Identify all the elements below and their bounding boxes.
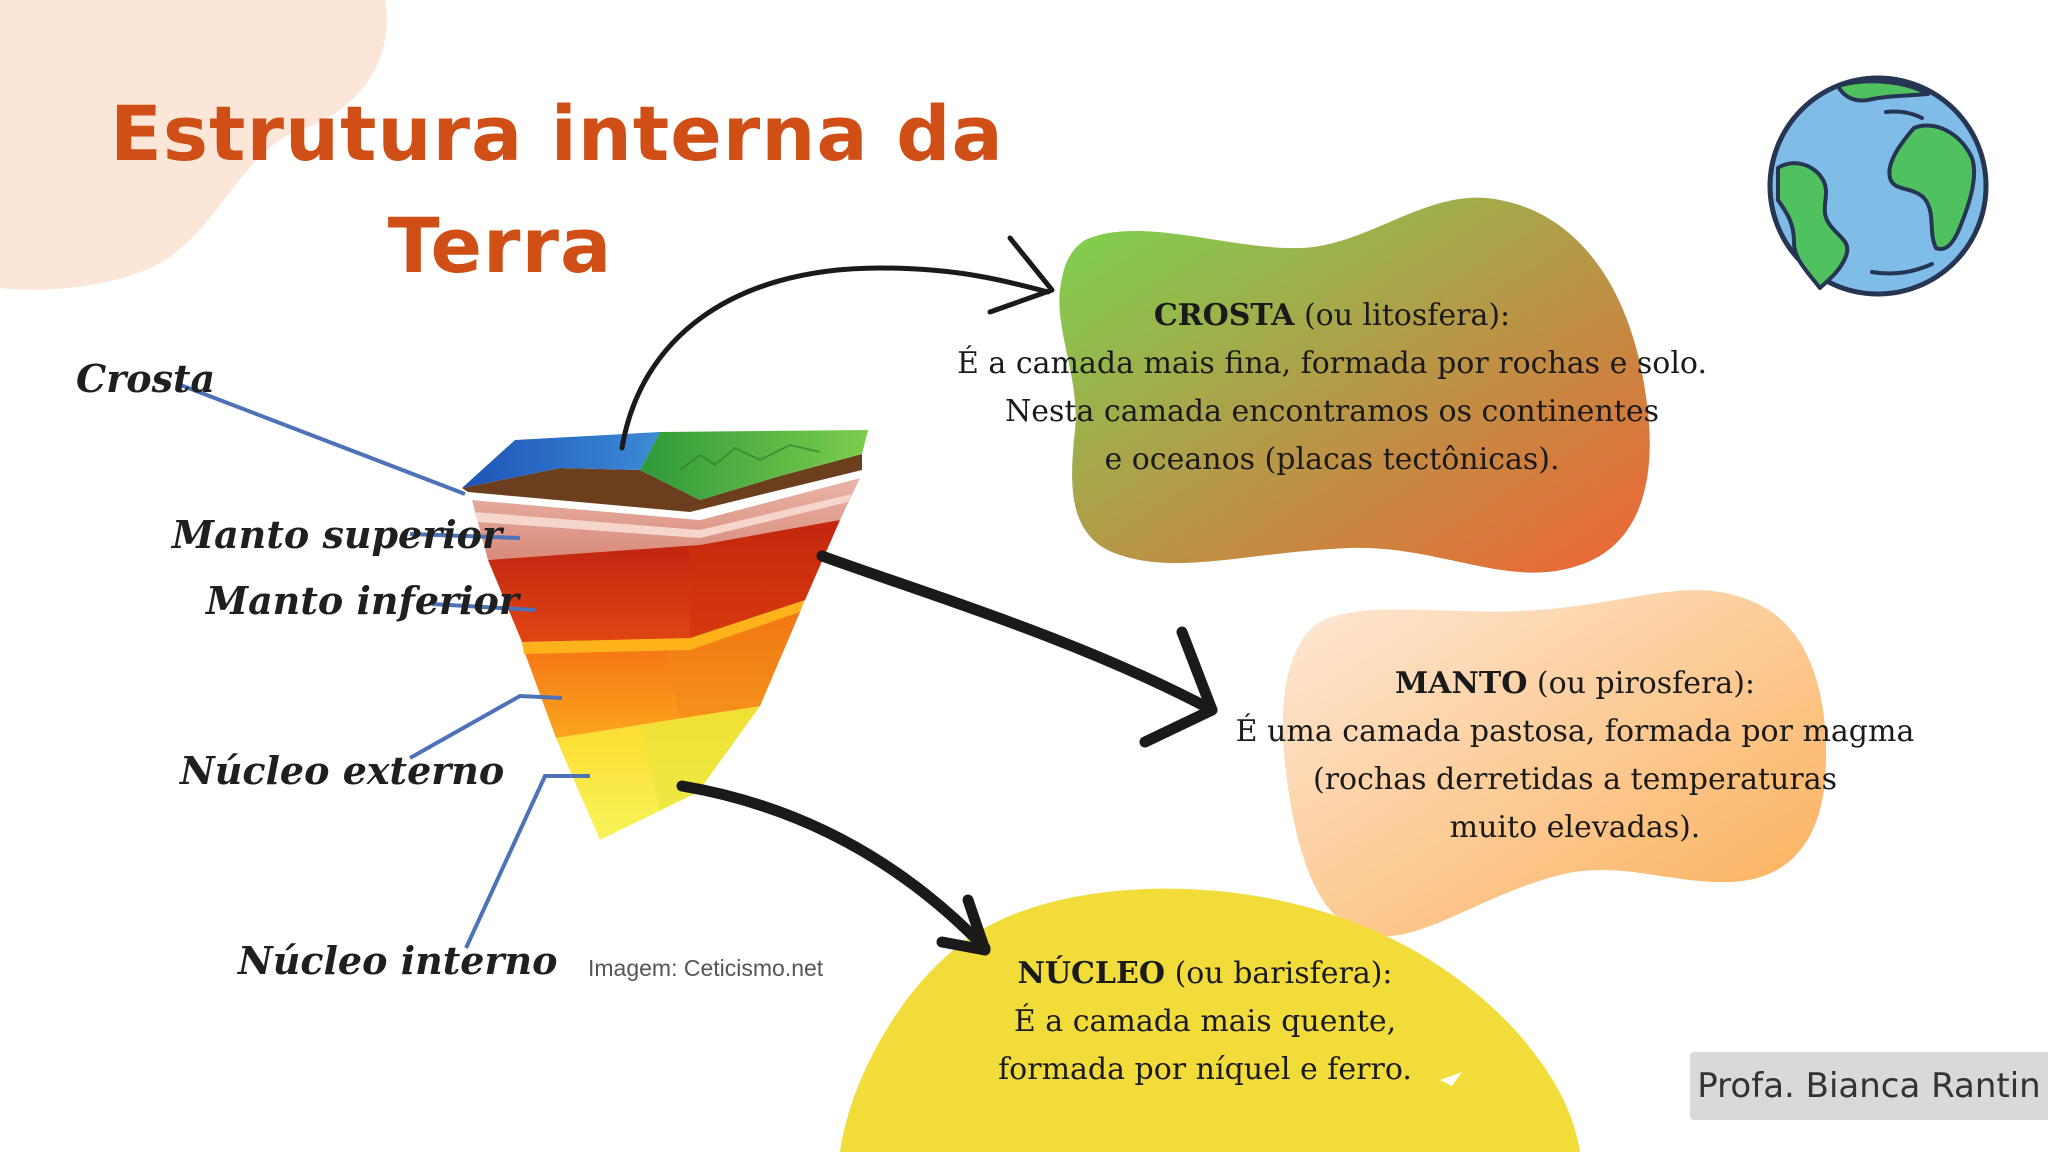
manto-line-3: muito elevadas). xyxy=(1449,810,1701,845)
manto-heading: MANTO (ou pirosfera): xyxy=(1155,660,1995,708)
arrow-to-nucleo-head xyxy=(936,894,991,956)
manto-qualifier: (ou pirosfera): xyxy=(1536,666,1756,701)
manto-superior-stripe xyxy=(474,494,852,538)
crust-rock xyxy=(462,454,862,512)
nucleo-qualifier: (ou barisfera): xyxy=(1174,956,1393,991)
land-surface xyxy=(640,430,868,500)
globe-continent-left xyxy=(1776,161,1850,290)
arrow-to-manto-head xyxy=(1139,626,1218,748)
nucleo-line-1: É a camada mais quente, xyxy=(1013,1004,1397,1039)
crosta-line-1: É a camada mais fina, formada por rochas… xyxy=(956,346,1707,381)
crosta-qualifier: (ou litosfera): xyxy=(1303,298,1511,333)
leader-manto-superior xyxy=(409,532,521,540)
arrow-to-nucleo xyxy=(676,780,991,954)
manto-inferior-shade xyxy=(690,520,840,638)
manto-superior-layer xyxy=(472,478,860,560)
crosta-heading: CROSTA (ou litosfera): xyxy=(902,292,1762,340)
nucleo-interno-shade xyxy=(640,706,760,810)
crosta-blob xyxy=(1059,197,1650,573)
sparkle-accent xyxy=(1440,1072,1462,1086)
image-credit: Imagem: Ceticismo.net xyxy=(588,955,824,981)
arrow-to-crosta-head xyxy=(987,235,1055,315)
crosta-description: CROSTA (ou litosfera): É a camada mais f… xyxy=(902,292,1762,484)
leader-crosta xyxy=(177,382,466,496)
manto-line-1: É uma camada pastosa, formada por magma xyxy=(1235,714,1915,749)
title-line-1: Estrutura interna da xyxy=(110,89,1004,178)
manto-description: MANTO (ou pirosfera): É uma camada pasto… xyxy=(1155,660,1995,852)
globe-ice-top xyxy=(1836,79,1930,103)
crosta-term: CROSTA xyxy=(1153,298,1295,333)
land-texture xyxy=(679,443,821,471)
title-line-2: Terra xyxy=(387,201,613,290)
globe-orbit-lines xyxy=(1870,109,1934,276)
label-crosta: Crosta xyxy=(76,356,216,401)
leader-lines xyxy=(177,382,590,949)
arrow-to-crosta xyxy=(619,265,1051,451)
label-manto-inferior: Manto inferior xyxy=(206,578,519,623)
page-title: Estrutura interna da Terra xyxy=(110,78,1004,302)
label-manto-superior: Manto superior xyxy=(172,512,503,557)
earth-globe-icon xyxy=(1767,75,1989,297)
boundary-glow xyxy=(522,600,805,654)
leader-nucleo-externo xyxy=(409,693,563,760)
leader-manto-inferior xyxy=(431,602,536,612)
label-nucleo-externo: Núcleo externo xyxy=(180,748,505,793)
manto-line-2: (rochas derretidas a temperaturas xyxy=(1313,762,1837,797)
manto-term: MANTO xyxy=(1394,666,1528,701)
crust-band xyxy=(468,470,862,520)
label-nucleo-interno: Núcleo interno xyxy=(238,938,558,983)
nucleo-description: NÚCLEO (ou barisfera): É a camada mais q… xyxy=(900,950,1510,1094)
crosta-line-2: Nesta camada encontramos os continentes xyxy=(1005,394,1659,429)
ocean-surface xyxy=(462,432,660,488)
corner-blob xyxy=(0,0,387,290)
nucleo-heading: NÚCLEO (ou barisfera): xyxy=(900,950,1510,998)
nucleo-blob xyxy=(840,888,1580,1152)
manto-blob xyxy=(1282,590,1827,937)
nucleo-line-2: formada por níquel e ferro. xyxy=(998,1052,1412,1087)
crosta-line-3: e oceanos (placas tectônicas). xyxy=(1104,442,1560,477)
globe-continent-right xyxy=(1887,123,1977,251)
arrow-to-manto xyxy=(816,550,1218,716)
nucleo-term: NÚCLEO xyxy=(1017,956,1166,991)
leader-nucleo-interno xyxy=(464,774,590,949)
author-tag: Profa. Bianca Rantin xyxy=(1690,1052,2048,1120)
